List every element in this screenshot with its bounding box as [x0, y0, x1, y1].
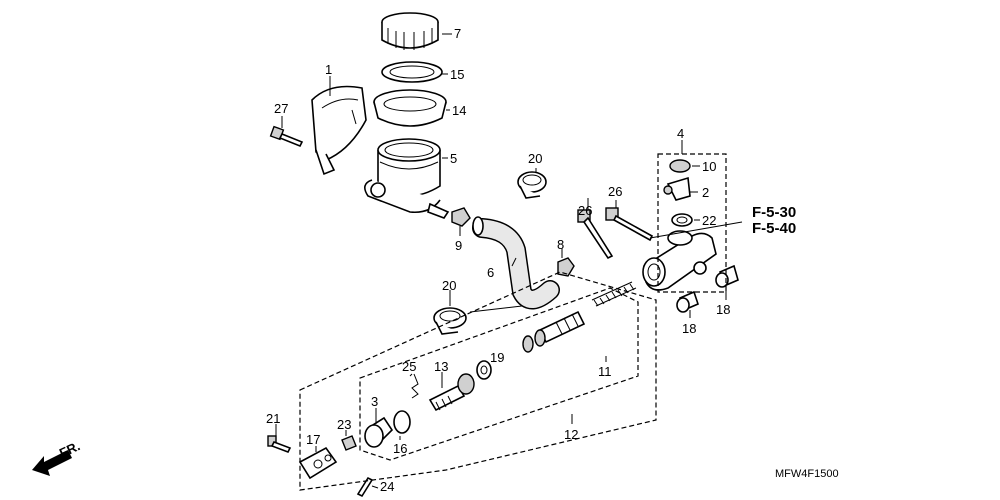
bushing-18-b	[676, 290, 699, 313]
callout-24: 24	[380, 479, 394, 494]
group-outline-11	[359, 287, 639, 461]
diaphragm-plate	[381, 61, 443, 83]
callout-14: 14	[452, 103, 466, 118]
reservoir-cap	[381, 12, 439, 50]
bolt-26-b	[605, 207, 654, 242]
direction-label: FR.	[57, 438, 82, 460]
callout-8: 8	[557, 237, 564, 252]
seal-10	[669, 159, 691, 173]
callout-12: 12	[564, 427, 578, 442]
push-rod-joint	[298, 446, 338, 480]
arrow-left-icon	[32, 450, 72, 476]
callout-26-right: 26	[608, 184, 622, 199]
callout-16: 16	[393, 441, 407, 456]
callout-5: 5	[450, 151, 457, 166]
callout-7: 7	[454, 26, 461, 41]
callout-21: 21	[266, 411, 280, 426]
cover-bolt	[269, 125, 304, 148]
nut-8	[557, 257, 575, 277]
diagram-code: MFW4F1500	[775, 468, 839, 480]
callout-9: 9	[455, 238, 462, 253]
callout-11: 11	[598, 364, 612, 379]
joint-pin	[267, 435, 292, 454]
callout-18-right: 18	[716, 302, 730, 317]
piston	[522, 310, 586, 353]
callout-20-upper: 20	[528, 151, 542, 166]
callout-23: 23	[337, 417, 351, 432]
callout-26-left: 26	[578, 203, 592, 218]
callout-20-lower: 20	[442, 278, 456, 293]
hose-clamp-lower	[433, 307, 467, 335]
master-cylinder-body	[642, 230, 717, 291]
callout-3: 3	[371, 394, 378, 409]
diaphragm	[373, 89, 447, 127]
callout-10: 10	[702, 159, 716, 174]
hose-clamp-upper	[517, 171, 547, 199]
piston-spring	[591, 281, 637, 307]
callout-25: 25	[402, 359, 416, 374]
group-outline-4	[657, 153, 727, 293]
dust-boot	[364, 416, 394, 448]
callout-1: 1	[325, 62, 332, 77]
spring-25	[411, 373, 419, 399]
callout-22: 22	[702, 213, 716, 228]
reference-f-5-40: F-5-40	[752, 220, 796, 237]
push-rod	[428, 373, 475, 412]
group-outline-12	[299, 271, 657, 491]
bolt-26-a	[577, 209, 614, 260]
hose-clip-9	[451, 207, 471, 227]
reservoir-cover	[311, 85, 367, 176]
callout-27: 27	[274, 101, 288, 116]
circlip-19	[476, 360, 492, 380]
callout-6: 6	[487, 265, 494, 280]
reference-f-5-30: F-5-30	[752, 204, 796, 221]
reservoir-hose	[472, 216, 560, 310]
reservoir	[364, 138, 450, 219]
callout-13: 13	[434, 359, 448, 374]
joint-2	[663, 176, 691, 201]
callout-18-left: 18	[682, 321, 696, 336]
callout-2: 2	[702, 185, 709, 200]
callout-19: 19	[490, 350, 504, 365]
callout-15: 15	[450, 67, 464, 82]
callout-17: 17	[306, 432, 320, 447]
bushing-18-a	[715, 264, 739, 288]
callout-4: 4	[677, 126, 684, 141]
circlip-16	[393, 410, 411, 434]
nut-23	[341, 435, 357, 451]
front-direction-arrow: FR.	[32, 438, 82, 476]
o-ring-22	[671, 213, 693, 227]
leader-lines	[275, 33, 743, 489]
